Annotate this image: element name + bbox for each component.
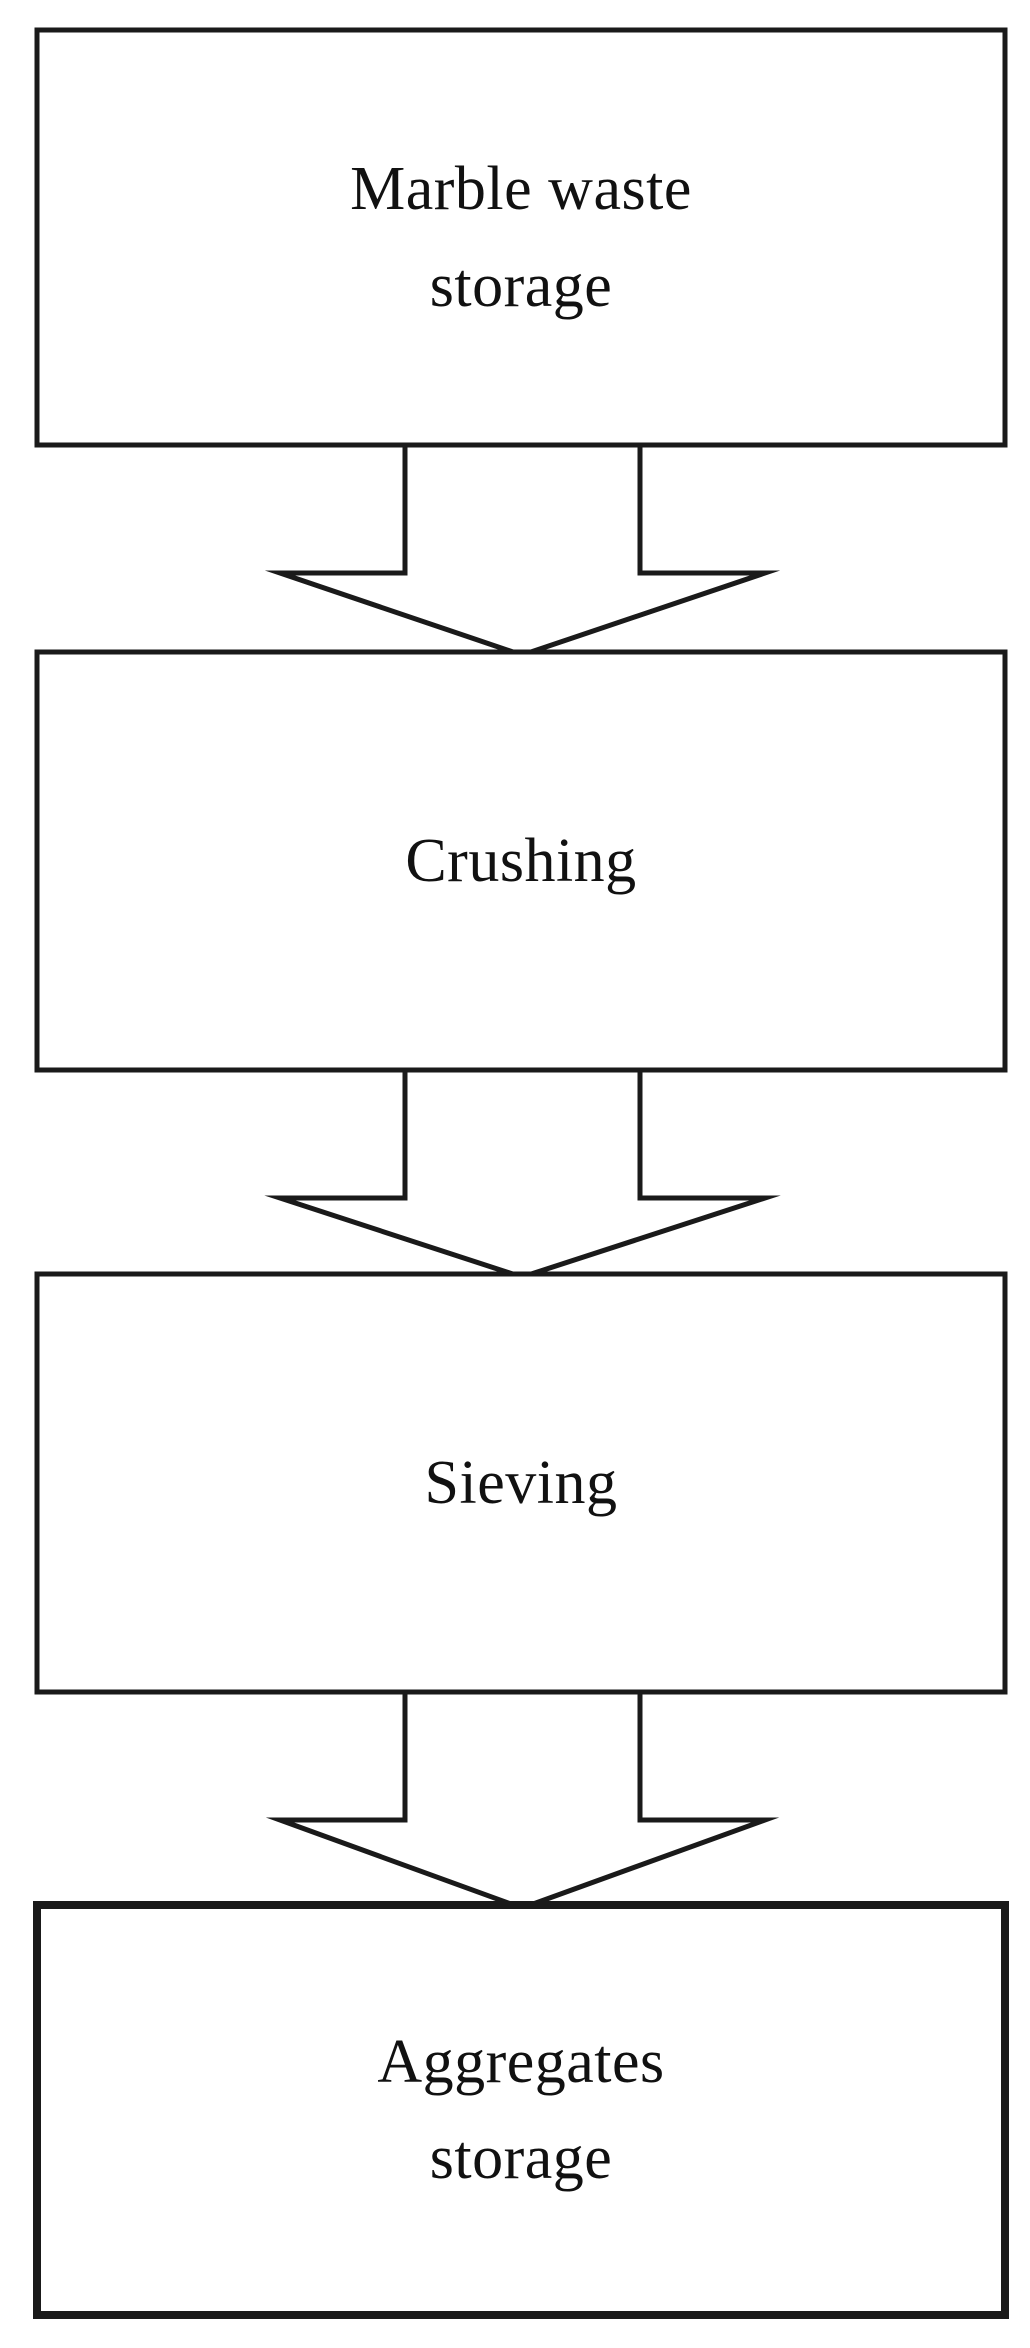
node-box-marble-waste-storage[interactable] <box>34 27 1008 448</box>
node-box-aggregates-storage[interactable] <box>33 1901 1009 2319</box>
node-box-sieving[interactable] <box>34 1271 1008 1695</box>
arrow-marble-waste-storage-to-crushing <box>264 442 781 658</box>
node-box-crushing[interactable] <box>34 649 1008 1073</box>
arrow-crushing-to-sieving <box>264 1067 781 1280</box>
arrow-sieving-to-aggregates-storage <box>265 1689 780 1911</box>
